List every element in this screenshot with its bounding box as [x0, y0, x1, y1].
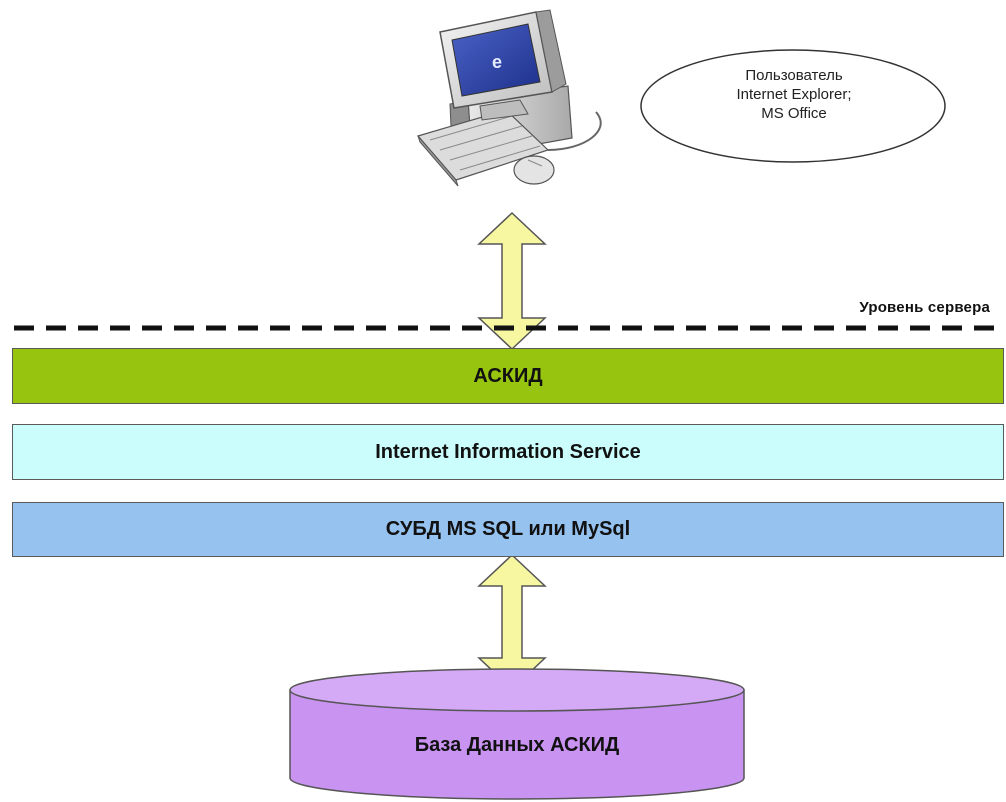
computer-icon: e	[416, 9, 602, 187]
browser-label: Internet Explorer;	[736, 86, 852, 103]
database-label: База Данных АСКИД	[414, 734, 620, 756]
user-description: Пользователь Internet Explorer; MS Offic…	[706, 66, 882, 123]
user-ellipse	[640, 49, 946, 163]
database-cylinder-icon	[289, 668, 745, 800]
app-layer: АСКИД	[12, 348, 1004, 404]
svg-text:e: e	[492, 52, 502, 72]
user-label: Пользователь	[745, 67, 843, 84]
iis-layer: Internet Information Service	[12, 424, 1004, 480]
server-level-label: Уровень сервера	[859, 299, 990, 316]
office-label: MS Office	[761, 105, 827, 122]
dbms-layer: СУБД MS SQL или MySql	[12, 502, 1004, 557]
